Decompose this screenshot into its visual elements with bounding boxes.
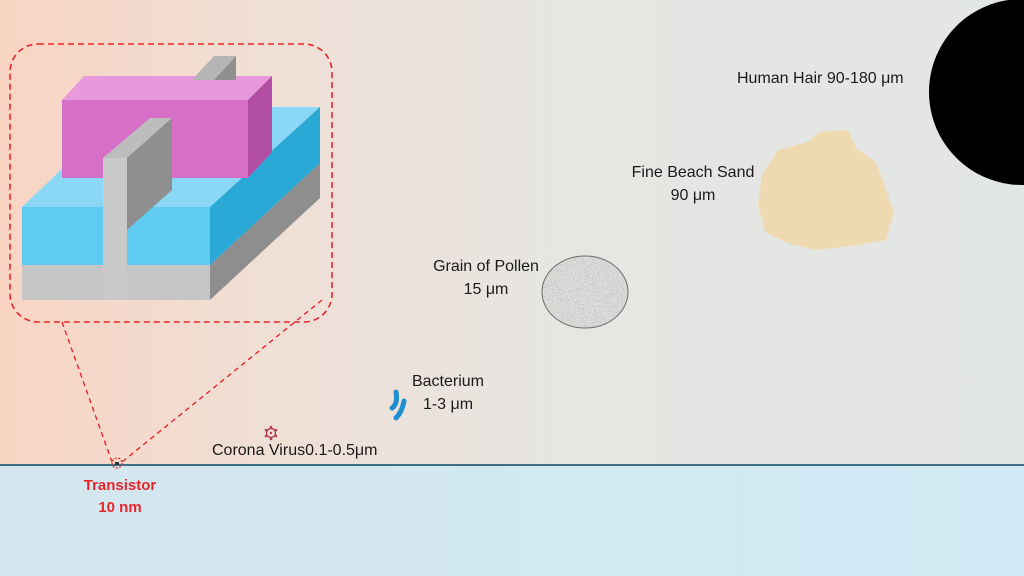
bacterium-size: 1-3 μm: [422, 396, 474, 413]
human-hair-name: Human Hair: [737, 70, 823, 87]
human-hair-icon: [929, 0, 1024, 185]
beach-sand-label: Fine Beach Sand 90 μm: [616, 161, 770, 207]
scale-baseline: [0, 464, 1024, 466]
virus-icon: [264, 425, 278, 441]
pollen-icon: [541, 255, 629, 329]
zoom-callout: [9, 43, 333, 469]
pollen-name: Grain of Pollen: [433, 258, 539, 275]
pollen-label: Grain of Pollen 15 μm: [418, 255, 554, 301]
virus-size: 0.1-0.5μm: [305, 442, 378, 459]
virus-label: Corona Virus0.1-0.5μm: [212, 439, 377, 462]
lower-band: [0, 466, 1024, 576]
sand-grain-icon: [758, 130, 894, 250]
pollen-size: 15 μm: [463, 281, 509, 298]
transistor-name: Transistor: [83, 477, 157, 494]
bacterium-label: Bacterium 1-3 μm: [398, 370, 498, 416]
human-hair-size: 90-180 μm: [826, 70, 904, 87]
virus-name: Corona Virus: [212, 442, 306, 459]
bacterium-icon: [389, 389, 407, 421]
beach-sand-name: Fine Beach Sand: [631, 164, 755, 181]
transistor-size: 10 nm: [98, 499, 142, 516]
transistor-3d-icon: [22, 56, 320, 300]
human-hair-label: Human Hair 90-180 μm: [737, 67, 904, 90]
bacterium-name: Bacterium: [411, 373, 485, 390]
beach-sand-size: 90 μm: [670, 187, 716, 204]
